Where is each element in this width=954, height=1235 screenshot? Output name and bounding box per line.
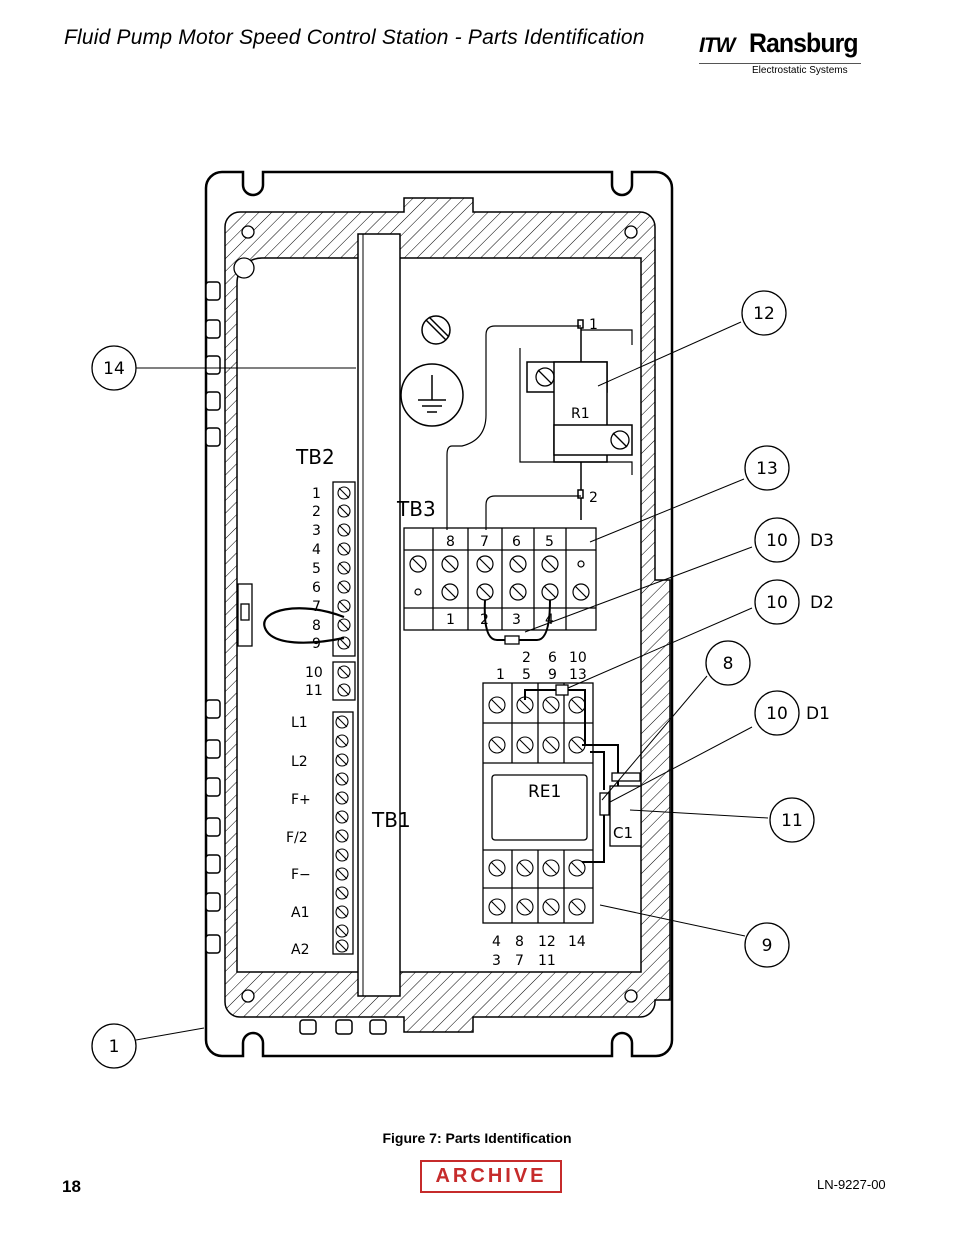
svg-text:13: 13 (569, 667, 587, 683)
callout-10-d1: 10 (766, 704, 788, 724)
re1-relay-base (482, 682, 594, 924)
logo-rule (699, 63, 861, 64)
svg-text:F−: F− (291, 867, 311, 883)
svg-text:8: 8 (446, 534, 455, 550)
diode-designators: D3 D2 D1 (806, 531, 834, 724)
enclosure-notches (205, 281, 387, 1035)
ground-symbol-icon (400, 363, 464, 427)
relay-pin-numbers: 2 6 10 1 5 9 13 4 8 12 14 3 7 11 (492, 650, 587, 969)
callout-10-d3: 10 (766, 531, 788, 551)
callout-12: 12 (753, 304, 775, 324)
svg-text:1: 1 (312, 486, 321, 502)
logo-subtitle: Electrostatic Systems (752, 65, 848, 76)
svg-text:8: 8 (312, 618, 321, 634)
svg-text:10: 10 (305, 665, 323, 681)
tb2-terminal-strip (332, 481, 356, 955)
svg-text:14: 14 (568, 934, 586, 950)
r1-wiring (446, 325, 633, 530)
d1-label: D1 (806, 704, 830, 724)
tb2-jumper-wire (263, 607, 345, 644)
d2-label: D2 (810, 593, 834, 613)
svg-text:7: 7 (480, 534, 489, 550)
tb2-label: TB2 (295, 445, 335, 469)
svg-text:11: 11 (538, 953, 556, 969)
callout-13: 13 (756, 459, 778, 479)
svg-text:4: 4 (492, 934, 501, 950)
r1-label: R1 (571, 406, 590, 422)
svg-text:L2: L2 (291, 754, 308, 770)
itw-ransburg-logo: ITW Ransburg Electrostatic Systems (697, 28, 863, 78)
logo-prefix: ITW (699, 34, 735, 57)
side-bracket (237, 583, 253, 647)
d2-diode (555, 684, 569, 696)
r1-resistor (526, 319, 633, 520)
figure-caption: Figure 7: Parts Identification (382, 1130, 572, 1146)
re1-label: RE1 (528, 782, 561, 802)
svg-text:2: 2 (312, 504, 321, 520)
svg-text:F+: F+ (291, 792, 311, 808)
svg-text:7: 7 (515, 953, 524, 969)
ground-screw (421, 315, 451, 345)
callout-8: 8 (723, 654, 734, 674)
callout-1: 1 (109, 1037, 120, 1057)
tb1-terminal-names: L1 L2 F+ F/2 F− A1 A2 (286, 715, 311, 958)
svg-text:8: 8 (515, 934, 524, 950)
svg-text:11: 11 (305, 683, 323, 699)
tb3-label: TB3 (396, 497, 436, 521)
svg-text:10: 10 (569, 650, 587, 666)
svg-text:9: 9 (312, 636, 321, 652)
tb2-terminal-numbers: 1 2 3 4 5 6 7 8 9 10 11 (305, 486, 323, 699)
svg-text:A1: A1 (291, 905, 309, 921)
callout-10-d2: 10 (766, 593, 788, 613)
d3-label: D3 (810, 531, 834, 551)
svg-text:L1: L1 (291, 715, 308, 731)
callout-numbers: 14 12 13 10 10 8 10 11 9 1 (103, 304, 803, 1057)
callout-9: 9 (762, 936, 773, 956)
c1-capacitor (609, 772, 642, 847)
logo-brand: Ransburg (749, 28, 858, 58)
svg-text:9: 9 (548, 667, 557, 683)
d3-diode (483, 599, 551, 645)
svg-text:2: 2 (522, 650, 531, 666)
archive-stamp: ARCHIVE (420, 1160, 562, 1193)
svg-text:1: 1 (446, 612, 455, 628)
svg-text:5: 5 (522, 667, 531, 683)
document-number: LN-9227-00 (817, 1177, 886, 1192)
tb1-label: TB1 (371, 808, 411, 832)
mounting-holes (233, 225, 638, 1003)
relay-wiring (524, 689, 619, 863)
c1-label: C1 (613, 824, 633, 842)
page-title: Fluid Pump Motor Speed Control Station -… (64, 26, 645, 49)
svg-text:6: 6 (312, 580, 321, 596)
svg-text:6: 6 (512, 534, 521, 550)
svg-text:6: 6 (548, 650, 557, 666)
svg-text:12: 12 (538, 934, 556, 950)
svg-text:F/2: F/2 (286, 830, 308, 846)
tb3-top-numbers: 8 7 6 5 (446, 534, 554, 550)
svg-text:4: 4 (312, 542, 321, 558)
tb1-bar (357, 233, 401, 997)
svg-text:5: 5 (312, 561, 321, 577)
d1-diode (599, 792, 610, 816)
r1-pin-2: 2 (589, 490, 598, 506)
svg-text:3: 3 (492, 953, 501, 969)
leader-lines (135, 321, 769, 1041)
callout-14: 14 (103, 359, 125, 379)
svg-text:5: 5 (545, 534, 554, 550)
tb3-terminal-strip (403, 527, 597, 631)
svg-text:A2: A2 (291, 942, 309, 958)
callout-circles (91, 290, 815, 1069)
tb3-bottom-numbers: 1 2 3 4 (446, 612, 554, 628)
svg-text:1: 1 (496, 667, 505, 683)
tb2-screws (335, 486, 351, 953)
enclosure (204, 170, 674, 1058)
callout-11: 11 (781, 811, 803, 831)
svg-text:3: 3 (512, 612, 521, 628)
svg-text:7: 7 (312, 599, 321, 615)
r1-pin-1: 1 (589, 317, 598, 333)
svg-text:3: 3 (312, 523, 321, 539)
page-number: 18 (62, 1177, 81, 1196)
